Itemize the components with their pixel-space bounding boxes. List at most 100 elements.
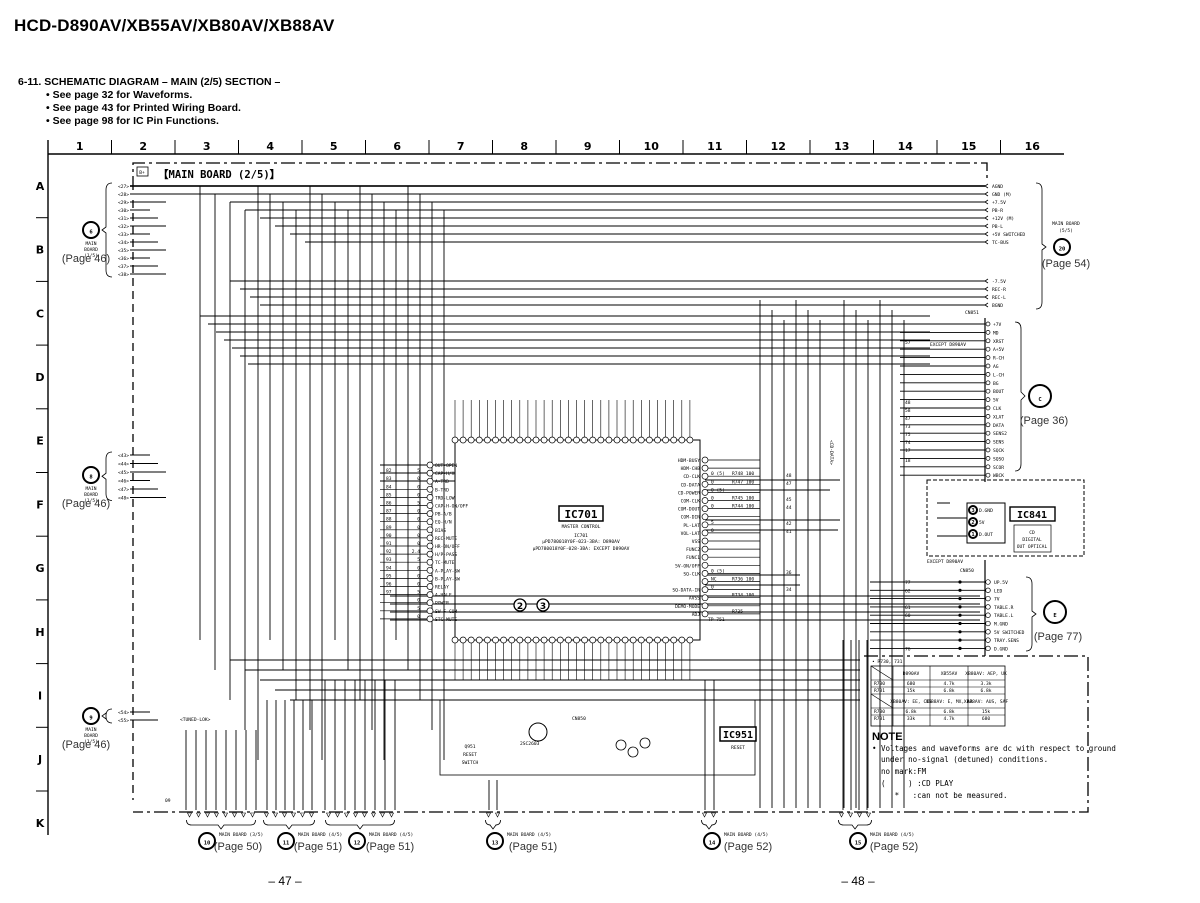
pin-circle: [985, 321, 991, 327]
bottom-pin: [205, 812, 210, 818]
grid-col-label-1: 1: [76, 140, 84, 153]
pin-34: <34>: [118, 240, 129, 246]
ic841-pin-3: 3: [968, 505, 978, 515]
connector-number-14: 14: [703, 832, 721, 850]
ic701-pin-84: [426, 485, 434, 493]
pin-38: <38>: [118, 272, 129, 278]
pin-circle: [985, 637, 991, 643]
ic701-pin-31: [701, 610, 709, 618]
board-title: 【MAIN BOARD (2/5)】: [158, 168, 280, 181]
pin-48: <48>: [118, 496, 129, 502]
note-line-5: * :can not be measured.: [872, 791, 1007, 800]
table-cell: 15k: [982, 709, 991, 715]
bottom-pin: [232, 812, 237, 818]
ic841-ref: IC841: [1017, 510, 1047, 521]
bottom-pin: [362, 812, 367, 818]
ic701-pin-voltage-82: 5: [417, 468, 420, 474]
connector-brace: [1025, 576, 1037, 652]
signal-7: BG: [993, 381, 999, 387]
ic701-pin-name-38: FUNC1: [686, 555, 700, 561]
signal-4: +12V (M): [992, 216, 1014, 222]
left-connector-8: <43><44><45><46><47><48>8MAINBOARD(1/5)(…: [62, 451, 166, 510]
connector-page-ref: (Page 51): [509, 841, 557, 853]
ic701-wire-87: 87: [386, 509, 392, 515]
ic701-bottom-pin: [508, 636, 516, 644]
wire-number-75: 75: [905, 432, 911, 438]
ic841-except-label: EXCEPT D890AV: [927, 559, 963, 565]
ic701-pin-93: [426, 558, 434, 566]
grid-col-label-6: 6: [393, 140, 401, 153]
signal-1: MD: [993, 330, 999, 336]
ic701-pin-82: [426, 469, 434, 477]
ic701-wire-85: 85: [386, 492, 392, 498]
ic701-top-pin: [581, 436, 588, 444]
grid-row-label-A: A: [36, 180, 45, 193]
table-cell: 680: [907, 681, 916, 687]
cn850-label: CN850: [960, 568, 974, 574]
pin-32: <32>: [118, 224, 129, 230]
q951-label-3: SWITCH: [462, 760, 479, 766]
section-title: 6-11. SCHEMATIC DIAGRAM – MAIN (2/5) SEC…: [18, 76, 281, 88]
pin-circle: [985, 620, 991, 627]
page-number-left: – 47 –: [268, 874, 302, 888]
grid-col-label-2: 2: [139, 140, 147, 153]
ic701-bottom-pin: [459, 636, 467, 644]
circled-point-2: 2: [513, 598, 527, 612]
ic701-pin-44: [701, 505, 709, 512]
ic841-pin-name-0: D.GND: [979, 508, 993, 514]
pin-circle: [985, 579, 991, 585]
ic701-bottom-pin: [654, 636, 661, 644]
connector-c-page: (Page 36): [1020, 415, 1068, 427]
ic701-pin-name-91: HR-ON/OFF: [435, 544, 460, 550]
pin-circle: [985, 456, 991, 461]
junction-dot: [958, 638, 962, 642]
junction-dot: [958, 588, 962, 592]
bottom-pin: [486, 812, 491, 818]
grid-row-label-F: F: [36, 498, 44, 511]
note-line-2: under no-signal (detuned) conditions.: [872, 755, 1048, 764]
ic701-pin-name-44: COM-DOUT: [678, 507, 700, 513]
connector-brace: [485, 819, 501, 830]
ic701-pin-name-81: OUT-OPEN: [435, 463, 457, 469]
ic701-part-1: µPD780018Y0F-023-3BA: D890AV: [542, 539, 620, 545]
connector-page-ref: (Page 46): [62, 498, 110, 510]
pin-circle: [985, 595, 991, 602]
table-border: [870, 665, 1006, 727]
signal-6: L-CH: [993, 372, 1004, 378]
table-cell: 6.8k: [980, 688, 991, 694]
signal-0: +7V: [993, 322, 1002, 328]
ic701-pin-voltage-42: 5: [711, 520, 714, 526]
ic701-pin-voltage-95: 0: [417, 573, 420, 579]
bottom-pin: [291, 812, 296, 818]
bottom-pin: [309, 812, 314, 818]
signal-arrow: [984, 294, 989, 300]
ic701-wire-88: 88: [386, 517, 392, 523]
grid-col-label-4: 4: [266, 140, 274, 153]
note-line-3: no mark:FM: [872, 767, 927, 776]
ic701-right-wire-42: 42: [786, 521, 792, 527]
ic701-pin-85: [426, 494, 434, 501]
ic701-pin-91: [426, 542, 434, 550]
ic701-bottom-pin: [492, 636, 499, 644]
ic841-pin-name-1: 5V: [979, 520, 985, 526]
signal-arrow: [984, 215, 989, 221]
svg-text:3: 3: [540, 602, 546, 612]
connector-number-9: 9: [82, 707, 100, 725]
signal-14: SENS: [993, 440, 1004, 446]
ic701-top-pin: [451, 436, 459, 444]
except-label: EXCEPT D890AV: [930, 342, 966, 348]
connector-page-ref: (Page 51): [366, 841, 414, 853]
pin-55: <55>: [118, 718, 129, 724]
ic701-top-pin: [540, 436, 548, 444]
connector-brace: [101, 708, 113, 724]
signal-arrow: [984, 239, 989, 245]
wire: [937, 502, 968, 537]
ic701-pin-47: [701, 480, 709, 488]
circled-point-3: 3: [536, 598, 550, 612]
wire-number: 61: [905, 605, 911, 611]
ic701-wire-83: 83: [386, 476, 392, 482]
ic841-desc-3: OUT OPTICAL: [1017, 544, 1048, 550]
connector-page-ref: (Page 46): [62, 253, 110, 265]
ic701-pin-48: [701, 472, 709, 480]
